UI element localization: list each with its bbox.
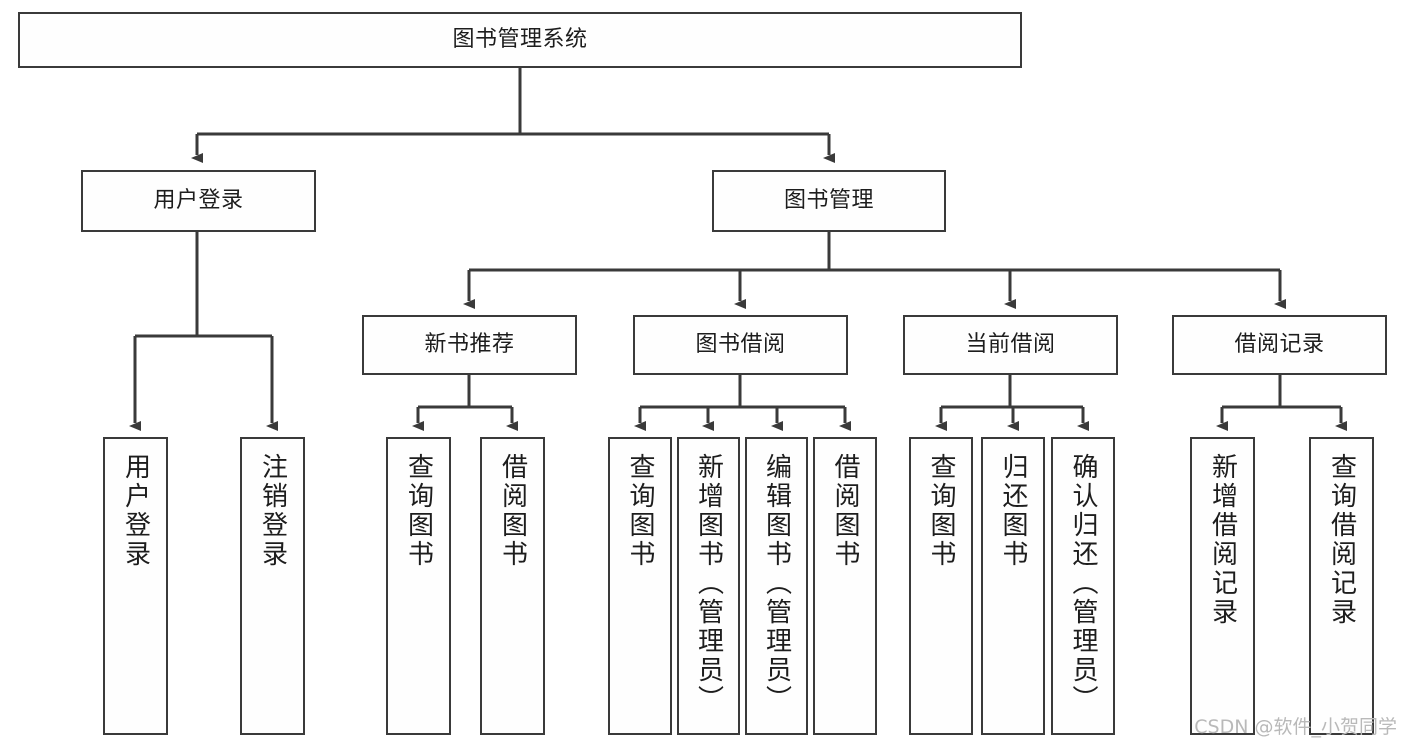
node-leaf-user-logout[interactable]: 注销登录 xyxy=(240,437,305,735)
node-leaf-borrow-book-2[interactable]: 借阅图书 xyxy=(813,437,877,735)
node-book-manage[interactable]: 图书管理 xyxy=(712,170,946,232)
node-user-login[interactable]: 用户登录 xyxy=(81,170,316,232)
node-leaf-return-book-label: 归还图书 xyxy=(998,453,1028,569)
node-current-borrow-label: 当前借阅 xyxy=(965,331,1056,357)
node-leaf-query-book-1[interactable]: 查询图书 xyxy=(386,437,451,735)
node-leaf-user-logout-label: 注销登录 xyxy=(257,453,288,569)
node-book-manage-label: 图书管理 xyxy=(783,187,874,213)
node-leaf-edit-book-label: 编辑图书（管理员） xyxy=(761,453,792,714)
node-book-borrow-label: 图书借阅 xyxy=(695,331,786,357)
node-leaf-user-login-label: 用户登录 xyxy=(120,453,151,569)
node-leaf-user-login[interactable]: 用户登录 xyxy=(103,437,168,735)
node-leaf-confirm-return-label: 确认归还（管理员） xyxy=(1068,453,1098,714)
node-book-borrow[interactable]: 图书借阅 xyxy=(633,315,848,375)
node-borrow-record-label: 借阅记录 xyxy=(1234,331,1325,357)
node-root[interactable]: 图书管理系统 xyxy=(18,12,1022,68)
node-leaf-query-book-1-label: 查询图书 xyxy=(403,453,434,569)
node-leaf-query-book-3-label: 查询图书 xyxy=(926,453,956,569)
node-leaf-query-borrow-record-label: 查询借阅记录 xyxy=(1326,453,1357,627)
node-leaf-edit-book[interactable]: 编辑图书（管理员） xyxy=(745,437,808,735)
node-new-book-recommend[interactable]: 新书推荐 xyxy=(362,315,577,375)
node-root-label: 图书管理系统 xyxy=(452,26,588,52)
node-leaf-borrow-book-1-label: 借阅图书 xyxy=(497,453,528,569)
node-leaf-query-book-2[interactable]: 查询图书 xyxy=(608,437,672,735)
node-leaf-query-book-2-label: 查询图书 xyxy=(625,453,655,569)
node-current-borrow[interactable]: 当前借阅 xyxy=(903,315,1118,375)
node-leaf-borrow-book-2-label: 借阅图书 xyxy=(830,453,860,569)
node-leaf-query-borrow-record[interactable]: 查询借阅记录 xyxy=(1309,437,1374,735)
node-leaf-add-book[interactable]: 新增图书（管理员） xyxy=(677,437,740,735)
node-new-book-recommend-label: 新书推荐 xyxy=(424,331,515,357)
node-leaf-add-borrow-record-label: 新增借阅记录 xyxy=(1207,453,1238,627)
node-leaf-return-book[interactable]: 归还图书 xyxy=(981,437,1045,735)
node-borrow-record[interactable]: 借阅记录 xyxy=(1172,315,1387,375)
node-leaf-add-borrow-record[interactable]: 新增借阅记录 xyxy=(1190,437,1255,735)
node-user-login-label: 用户登录 xyxy=(153,187,244,213)
node-leaf-add-book-label: 新增图书（管理员） xyxy=(693,453,724,714)
watermark-text: CSDN @软件_小贺同学 xyxy=(1194,716,1397,738)
node-leaf-query-book-3[interactable]: 查询图书 xyxy=(909,437,973,735)
node-leaf-borrow-book-1[interactable]: 借阅图书 xyxy=(480,437,545,735)
node-leaf-confirm-return[interactable]: 确认归还（管理员） xyxy=(1051,437,1115,735)
